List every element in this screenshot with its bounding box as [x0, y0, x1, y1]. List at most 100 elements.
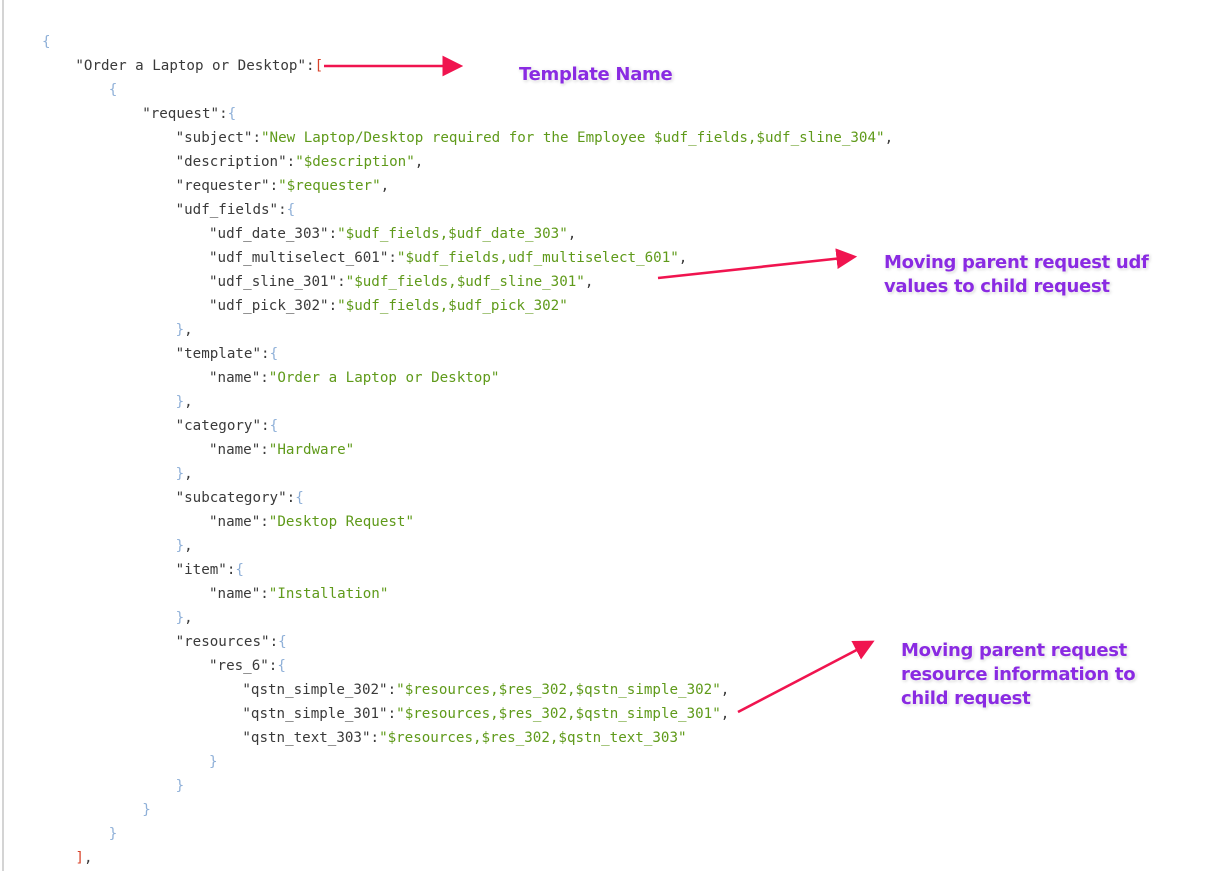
code-line: },	[176, 318, 193, 342]
json-punctuation: :	[306, 58, 315, 74]
json-punctuation: ,	[414, 154, 424, 170]
json-punctuation: :	[286, 154, 296, 170]
json-brace: }	[209, 754, 218, 770]
code-line: ],	[75, 846, 92, 870]
json-punctuation: :	[268, 658, 278, 674]
json-brace: }	[175, 322, 185, 338]
json-key: "subject"	[175, 130, 253, 146]
code-line: "description":"$description",	[176, 150, 424, 174]
code-line: "category":{	[176, 414, 279, 438]
json-punctuation: ,	[184, 322, 193, 338]
json-brace: {	[235, 562, 244, 578]
json-brace: }	[142, 802, 151, 818]
code-line: "name":"Installation"	[209, 582, 388, 606]
code-line: "item":{	[176, 558, 244, 582]
code-line: {	[109, 78, 118, 102]
json-key: "res_6"	[209, 658, 269, 674]
json-key: "request"	[142, 106, 220, 122]
json-string: "New Laptop/Desktop required for the Emp…	[261, 130, 885, 146]
json-key: "udf_fields"	[175, 202, 279, 218]
code-line: },	[176, 534, 193, 558]
json-brace: {	[277, 658, 286, 674]
annotation-res-line1: Moving parent request	[901, 640, 1127, 661]
json-brace: {	[108, 82, 118, 98]
arrow-udf	[657, 248, 858, 280]
code-line: }	[209, 750, 218, 774]
code-line: "udf_date_303":"$udf_fields,$udf_date_30…	[209, 222, 576, 246]
json-brace: {	[269, 418, 279, 434]
json-punctuation: :	[226, 562, 236, 578]
json-bracket: ]	[75, 850, 84, 866]
json-string: "$resources,$res_302,$qstn_simple_302"	[396, 682, 721, 698]
json-punctuation: ,	[720, 706, 730, 722]
json-key: "resources"	[175, 634, 270, 650]
json-string: "$description"	[295, 154, 415, 170]
code-line: {	[42, 30, 51, 54]
json-string: "Installation"	[268, 586, 389, 602]
code-line: "resources":{	[176, 630, 287, 654]
json-bracket: [	[314, 58, 324, 74]
json-brace: {	[295, 490, 304, 506]
json-brace: }	[175, 538, 185, 554]
json-punctuation: :	[260, 514, 269, 530]
json-punctuation: :	[260, 586, 269, 602]
annotation-template-name: Template Name	[519, 64, 673, 85]
json-punctuation: :	[260, 442, 269, 458]
json-key: "item"	[175, 562, 227, 578]
code-line: "udf_fields":{	[176, 198, 296, 222]
arrow-resources	[737, 640, 875, 714]
json-punctuation: ,	[584, 274, 594, 290]
json-string: "$udf_fields,udf_multiselect_601"	[396, 250, 679, 266]
code-line: }	[109, 822, 118, 846]
code-line: "subject":"New Laptop/Desktop required f…	[176, 126, 894, 150]
json-brace: }	[108, 826, 118, 842]
json-brace: {	[42, 34, 51, 50]
code-line: }	[176, 774, 185, 798]
json-string: "$udf_fields,$udf_sline_301"	[345, 274, 585, 290]
json-key: "Order a Laptop or Desktop"	[75, 58, 307, 74]
json-brace: {	[278, 634, 287, 650]
json-brace: }	[175, 466, 185, 482]
json-string: "$requester"	[278, 178, 381, 194]
json-punctuation: ,	[184, 538, 193, 554]
code-line: "name":"Desktop Request"	[209, 510, 414, 534]
annotation-res-line2: resource information to	[901, 664, 1136, 685]
json-punctuation: :	[387, 706, 397, 722]
json-punctuation: :	[328, 298, 338, 314]
json-punctuation: :	[278, 202, 287, 218]
json-string: "Hardware"	[268, 442, 355, 458]
json-punctuation: ,	[380, 178, 390, 194]
json-punctuation: :	[286, 490, 296, 506]
json-key: "udf_sline_301"	[209, 274, 338, 290]
json-string: "$resources,$res_302,$qstn_text_303"	[379, 730, 687, 746]
code-line: "request":{	[142, 102, 236, 126]
json-key: "name"	[209, 370, 261, 386]
code-line: "qstn_text_303":"$resources,$res_302,$qs…	[242, 726, 686, 750]
code-line: "Order a Laptop or Desktop":[	[75, 54, 323, 78]
json-brace: {	[269, 346, 279, 362]
json-key: "name"	[209, 514, 261, 530]
json-punctuation: ,	[83, 850, 93, 866]
code-line: },	[176, 462, 193, 486]
code-line: "res_6":{	[209, 654, 286, 678]
json-key: "subcategory"	[175, 490, 287, 506]
json-key: "udf_multiselect_601"	[209, 250, 389, 266]
json-punctuation: ,	[678, 250, 688, 266]
json-punctuation: :	[269, 634, 279, 650]
json-punctuation: :	[269, 178, 279, 194]
code-line: }	[142, 798, 151, 822]
json-punctuation: :	[337, 274, 346, 290]
json-brace: }	[175, 778, 185, 794]
annotation-udf-line2: values to child request	[884, 276, 1110, 297]
json-key: "name"	[209, 442, 261, 458]
json-brace: {	[286, 202, 296, 218]
annotation-res-line3: child request	[901, 688, 1031, 709]
code-line: "qstn_simple_301":"$resources,$res_302,$…	[242, 702, 729, 726]
json-brace: }	[175, 394, 185, 410]
json-key: "qstn_simple_301"	[242, 706, 388, 722]
json-key: "name"	[209, 586, 261, 602]
json-brace: }	[175, 610, 185, 626]
code-line: "requester":"$requester",	[176, 174, 390, 198]
json-punctuation: ,	[184, 394, 193, 410]
